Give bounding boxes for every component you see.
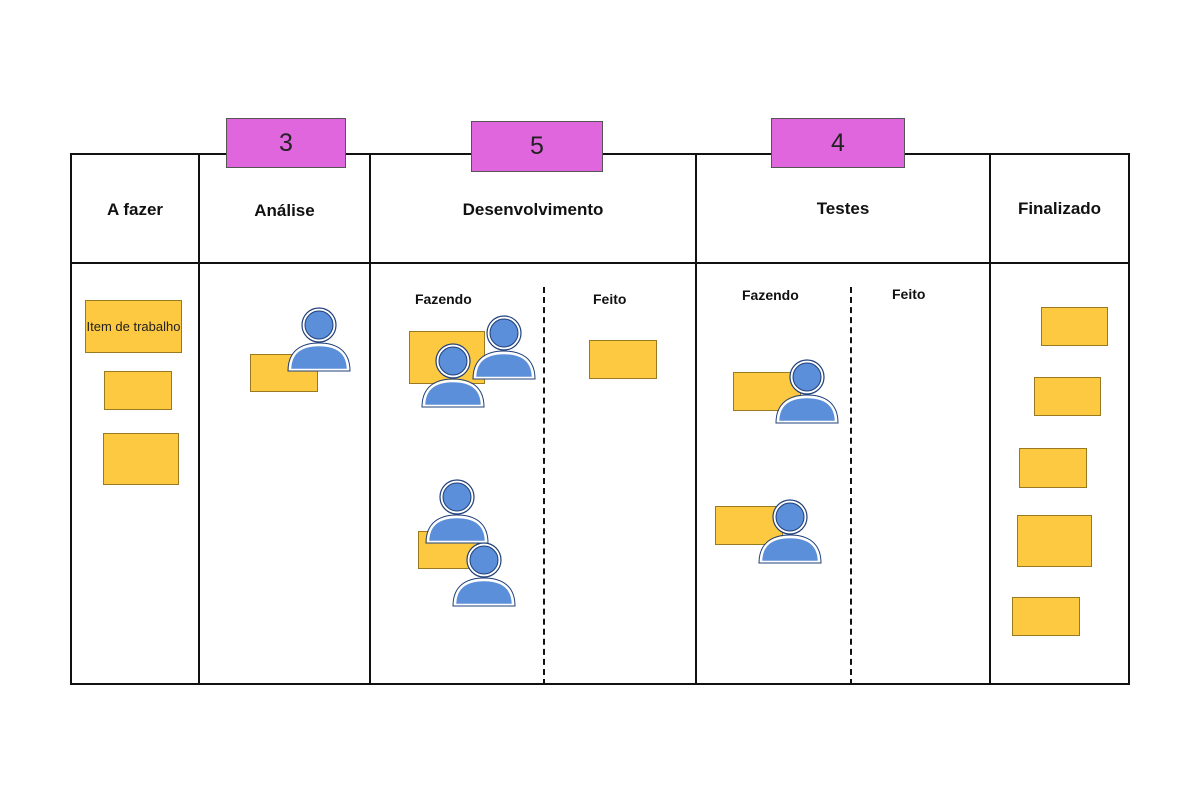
- person-icon: [421, 343, 485, 408]
- wip-limit-analise: 3: [226, 118, 346, 168]
- column-divider: [989, 153, 991, 685]
- wip-limit-testes: 4: [771, 118, 905, 168]
- work-item-card: [1017, 515, 1092, 567]
- header-divider: [70, 262, 1130, 264]
- column-divider: [198, 153, 200, 685]
- subcolumn-divider: [850, 287, 852, 685]
- work-item-card: [1034, 377, 1101, 416]
- work-item-card: [1019, 448, 1087, 488]
- column-title-testes: Testes: [816, 199, 870, 218]
- work-item-card: [1012, 597, 1080, 636]
- work-item-card: Item de trabalho: [85, 300, 182, 353]
- subcolumn-fazendo-desenvolvimento: Fazendo: [415, 291, 472, 307]
- column-title-a-fazer: A fazer: [106, 200, 164, 219]
- subcolumn-fazendo-testes: Fazendo: [742, 287, 799, 303]
- column-title-desenvolvimento: Desenvolvimento: [462, 200, 604, 219]
- person-icon: [425, 479, 489, 544]
- person-icon: [775, 359, 839, 424]
- person-icon: [452, 542, 516, 607]
- work-item-card: [589, 340, 657, 379]
- column-divider: [369, 153, 371, 685]
- subcolumn-feito-desenvolvimento: Feito: [593, 291, 627, 307]
- subcolumn-feito-testes: Feito: [892, 286, 926, 302]
- column-title-finalizado: Finalizado: [1017, 199, 1102, 218]
- subcolumn-divider: [543, 287, 545, 685]
- work-item-card: [1041, 307, 1108, 346]
- column-divider: [695, 153, 697, 685]
- board-frame: [70, 153, 1130, 685]
- person-icon: [287, 307, 351, 372]
- person-icon: [472, 315, 536, 380]
- work-item-card: [103, 433, 179, 485]
- work-item-card: [104, 371, 172, 410]
- column-title-analise: Análise: [254, 201, 315, 220]
- person-icon: [758, 499, 822, 564]
- wip-limit-desenvolvimento: 5: [471, 121, 603, 172]
